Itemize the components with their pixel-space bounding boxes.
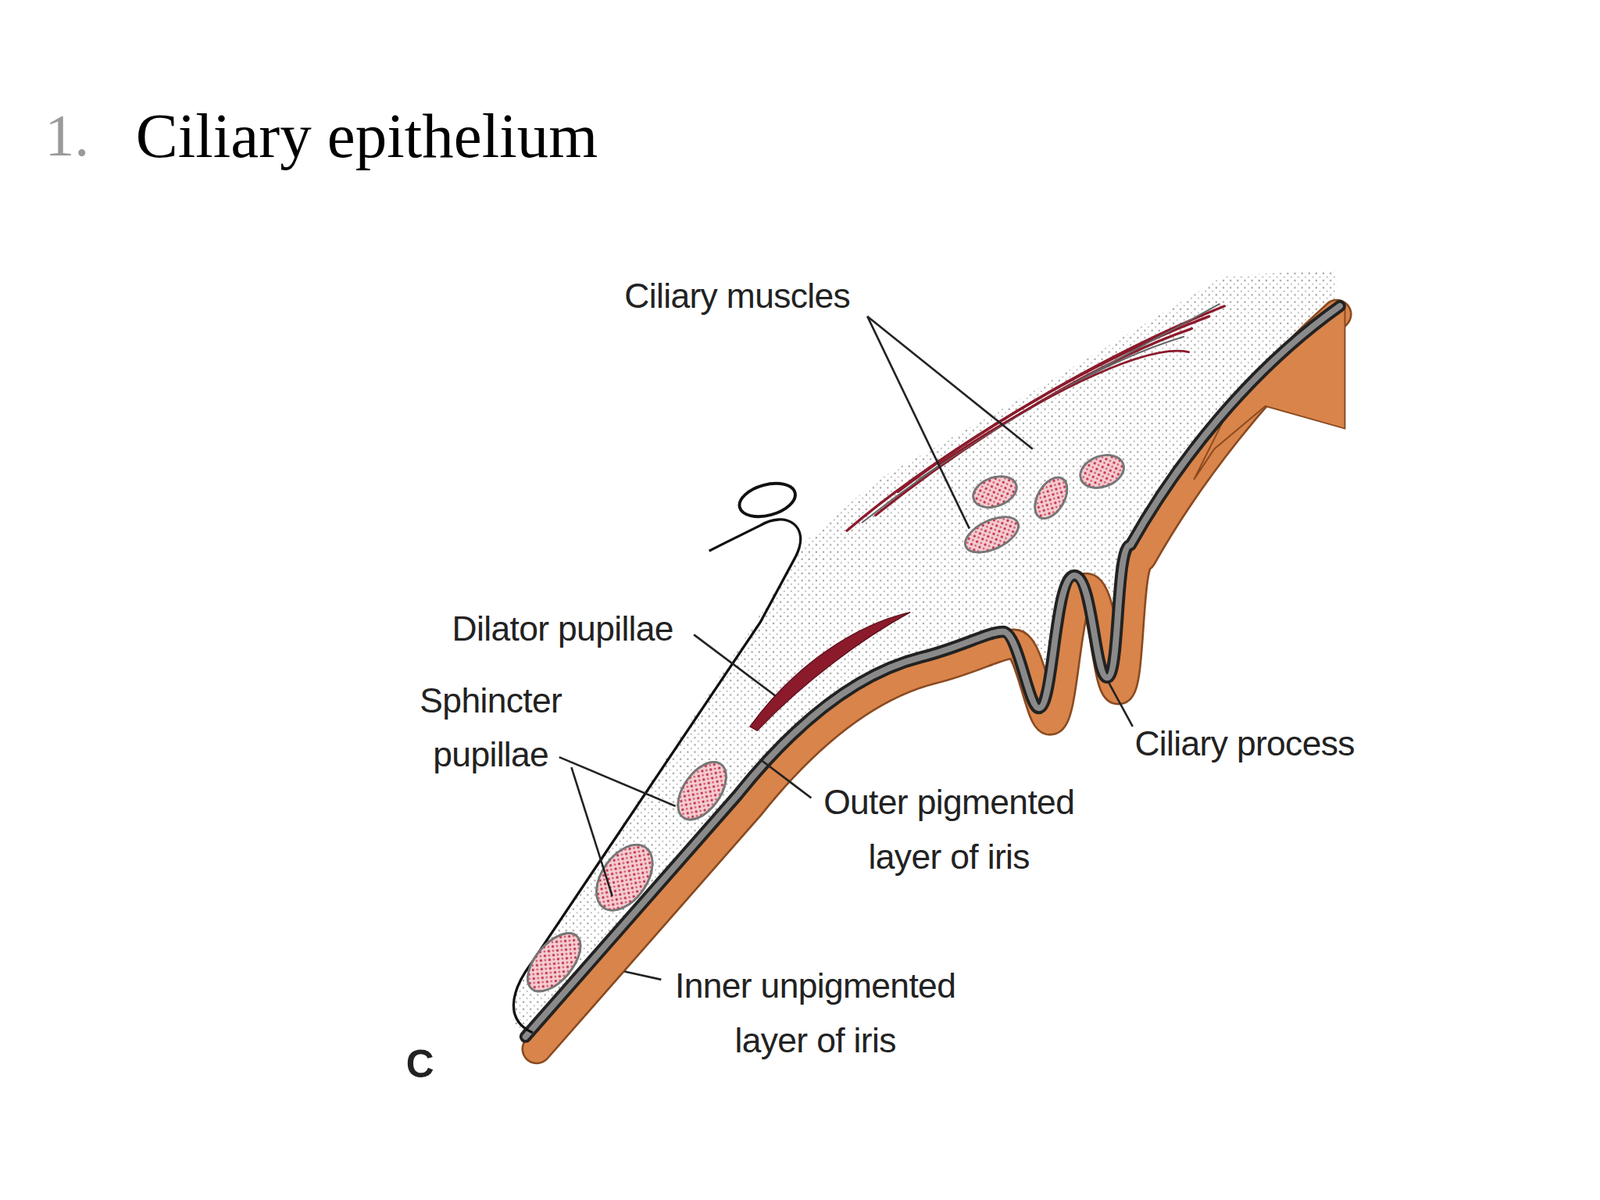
part-label: Ciliary process xyxy=(1134,716,1354,771)
canal-ellipse xyxy=(735,478,800,523)
part-label: Ciliary muscles xyxy=(624,269,850,324)
anterior-outline xyxy=(513,519,800,1033)
panel-letter: C xyxy=(406,1034,434,1095)
dilator-muscle xyxy=(750,612,911,732)
part-label: Sphincter pupillae xyxy=(403,673,579,783)
part-label: Outer pigmented layer of iris xyxy=(800,775,1097,885)
part-label: Inner unpigmented layer of iris xyxy=(653,959,978,1068)
slide-title: Ciliary epithelium xyxy=(135,103,599,168)
circular-ciliary-fibres xyxy=(960,449,1129,560)
ciliary-muscle-fibres xyxy=(846,303,1225,531)
unpigmented-layer xyxy=(525,306,1340,1037)
list-number: 1. xyxy=(44,106,90,166)
pigmented-wedge xyxy=(1193,306,1345,480)
sphincter-fibres xyxy=(517,753,736,1001)
part-label: Dilator pupillae xyxy=(452,602,674,657)
